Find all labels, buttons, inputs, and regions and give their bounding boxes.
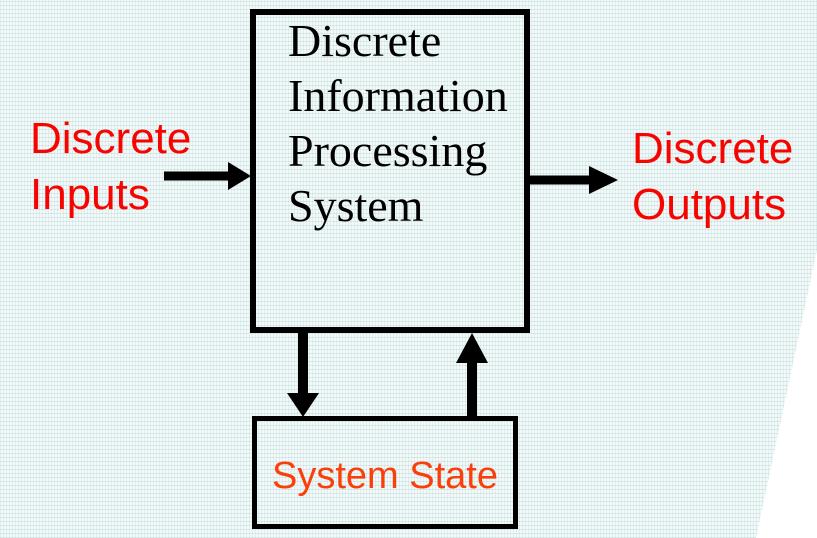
output-label: Discrete Outputs xyxy=(632,121,793,233)
corner-wedge-decoration xyxy=(756,250,817,538)
state-up-arrow xyxy=(456,333,488,418)
output-label-line: Outputs xyxy=(632,180,787,229)
process-box-line: Processing xyxy=(288,125,488,176)
process-box xyxy=(250,9,530,333)
state-down-arrow xyxy=(287,331,319,417)
output-arrow xyxy=(528,166,618,194)
process-box-line: Information xyxy=(288,70,508,121)
process-box-line: Discrete xyxy=(288,15,442,66)
state-box: System State xyxy=(252,416,518,529)
input-label: Discrete Inputs xyxy=(30,111,191,223)
output-label-line: Discrete xyxy=(632,124,794,173)
state-box-label: System State xyxy=(272,455,498,497)
input-label-line: Inputs xyxy=(30,170,150,219)
process-box-label: Discrete Information Processing System xyxy=(288,13,508,233)
process-box-line: System xyxy=(288,180,424,231)
input-label-line: Discrete xyxy=(30,114,192,163)
